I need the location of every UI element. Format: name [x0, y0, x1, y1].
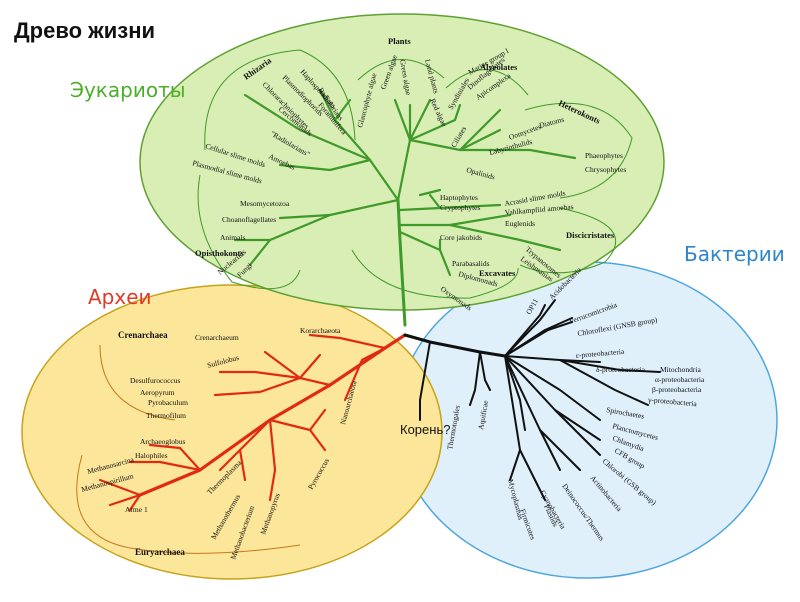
bacteria-branch-7	[559, 359, 661, 373]
archaea-branch-10	[128, 460, 202, 472]
eukaryota-trunk	[396, 198, 407, 327]
archaea-branch-3	[218, 370, 302, 380]
eukaryota-branch-12	[408, 103, 462, 142]
phylogenetic-branches	[98, 88, 661, 512]
archaea-branch-9	[148, 443, 202, 472]
taxon-label: Choanoflagellates	[222, 215, 276, 224]
archaea-branch-6	[268, 418, 277, 502]
root-label: Корень?	[400, 422, 450, 437]
eukaryota-ellipse	[139, 13, 665, 311]
eukaryota-branch-10	[393, 98, 412, 142]
taxon-label: Halophiles	[135, 451, 168, 460]
archaea-branch-12	[108, 493, 142, 507]
taxon-label: Euryarchaea	[135, 547, 185, 557]
taxon-label: Parabasalids	[452, 259, 490, 268]
archaea-subgroup-arcs	[76, 344, 301, 554]
archaea-ellipse	[21, 284, 443, 580]
eukaryota-branch-14	[458, 148, 577, 160]
bacteria-domain-label: Бактерии	[684, 242, 785, 266]
archaea-branch-14	[308, 408, 327, 432]
bacteria-branch-16	[504, 355, 526, 431]
taxon-label: β-proteobacteria	[652, 385, 702, 394]
bacteria-branch-13	[539, 429, 561, 471]
eukaryota-branch-15	[458, 108, 502, 152]
taxon-label: Plants	[388, 36, 411, 46]
eukaryota-branch-8	[248, 238, 272, 267]
taxon-label: Mesomycetozoa	[240, 199, 290, 208]
taxon-label: Mitochondria	[660, 365, 701, 374]
eukaryota-branch-19	[448, 223, 562, 252]
taxon-label: Excavates	[479, 268, 516, 278]
eukaryota-branch-22	[418, 188, 442, 197]
taxon-label: Opisthokonts	[195, 248, 244, 258]
bacteria-branch-2	[479, 351, 491, 391]
taxon-label: Crenarchaeum	[195, 333, 239, 342]
archaea-branch-13	[128, 493, 142, 512]
taxon-label: ε-proteobacteria	[575, 347, 625, 360]
taxon-label: Cryptophytes	[440, 203, 480, 212]
archaea-domain-label: Археи	[88, 285, 152, 309]
taxon-label: Thermofilum	[146, 411, 186, 420]
archaea-branch-11	[98, 478, 142, 497]
eukaryota-branch-6	[278, 213, 332, 220]
bacteria-branch-8	[559, 359, 649, 406]
page-title: Древо жизни	[14, 18, 156, 43]
taxon-label: Core jakobids	[440, 233, 482, 242]
eukaryota-branch-4	[278, 158, 372, 172]
taxon-label: Korarchaeota	[300, 326, 341, 335]
taxon-label: δ-proteobacteria	[596, 365, 646, 374]
taxon-label: γ-proteobacteria	[647, 395, 698, 408]
taxon-label: Archaeoglobus	[140, 437, 185, 446]
bacteria-branch-17	[504, 299, 556, 357]
bacteria-branch-0	[419, 341, 431, 421]
taxon-label: Euglenids	[505, 219, 535, 228]
bacteria-branch-9	[504, 355, 601, 421]
archaea-branch-4	[213, 376, 302, 397]
eukaryota-subgroup-arcs	[197, 49, 633, 299]
taxon-label: Aeropyrum	[140, 388, 175, 397]
bacteria-branch-1	[469, 351, 481, 406]
taxon-label: Crenarchaea	[118, 330, 168, 340]
eukaryota-branch-3	[333, 98, 352, 122]
eukaryota-branch-2	[318, 88, 337, 122]
eukaryota-branch-11	[408, 98, 432, 142]
eukaryota-branch-17	[428, 193, 442, 210]
bacteria-branch-5	[504, 321, 573, 357]
bacteria-branch-4	[504, 304, 546, 357]
eukaryota-domain-label: Эукариоты	[70, 78, 186, 102]
bacteria-trunk	[403, 333, 507, 358]
taxon-label: Animals	[220, 233, 245, 242]
archaea-branch-15	[298, 353, 322, 380]
archaea-branch-8	[218, 448, 242, 472]
archaea-trunk	[138, 333, 407, 497]
taxon-label: α-proteobacteria	[655, 375, 705, 384]
archaea-branch-1	[343, 346, 387, 402]
taxon-label: Discicristates	[566, 230, 615, 240]
bacteria-branch-11	[554, 409, 601, 456]
bacteria-branch-15	[509, 449, 521, 481]
taxon-label: Pyrobaculum	[148, 398, 188, 407]
taxon-label: Haptophytes	[440, 193, 478, 202]
taxon-label: Phaeophytes	[585, 151, 623, 160]
archaea-branch-0	[308, 333, 387, 350]
taxon-label: Desulfurococcus	[130, 376, 180, 385]
taxon-label: Alveolates	[480, 62, 518, 72]
taxon-label: Arme 1	[125, 505, 148, 514]
eukaryota-branch-1	[243, 93, 372, 162]
taxon-label: Chrysophytes	[585, 165, 626, 174]
